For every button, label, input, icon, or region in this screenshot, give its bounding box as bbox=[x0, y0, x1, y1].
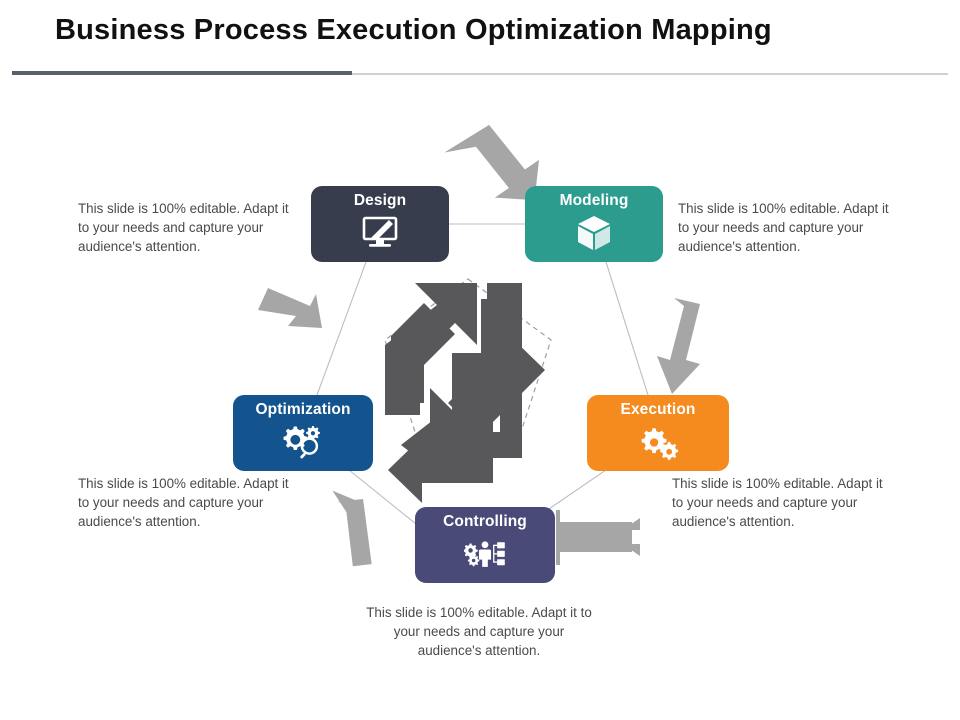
caption-design: This slide is 100% editable. Adapt it to… bbox=[78, 201, 289, 255]
arrow-controlling-to-optimization bbox=[337, 498, 372, 567]
node-design[interactable]: Design bbox=[311, 186, 449, 262]
node-controlling-label: Controlling bbox=[443, 513, 527, 530]
page-title: Business Process Execution Optimization … bbox=[55, 14, 772, 46]
person-gears-orgchart-icon bbox=[464, 535, 506, 573]
caption-execution: This slide is 100% editable. Adapt it to… bbox=[672, 476, 883, 530]
gear-magnifier-icon bbox=[282, 423, 324, 461]
two-gears-icon bbox=[637, 423, 679, 461]
arrow-controlling-to-optimization-head bbox=[332, 490, 363, 517]
cycle-arrow-glyph bbox=[385, 283, 522, 480]
arrow-execution-to-controlling-body bbox=[556, 510, 632, 565]
arrow-execution-to-controlling bbox=[612, 518, 640, 556]
caption-modeling: This slide is 100% editable. Adapt it to… bbox=[678, 201, 889, 255]
title-divider-accent bbox=[12, 71, 352, 75]
pentagon-cycle-diagram: Design Modeling bbox=[0, 70, 960, 720]
caption-optimization: This slide is 100% editable. Adapt it to… bbox=[78, 476, 289, 530]
node-execution-label: Execution bbox=[620, 401, 696, 418]
arrow-optimization-to-design bbox=[258, 288, 322, 328]
node-controlling[interactable]: Controlling bbox=[415, 507, 555, 583]
recycle-cycle-arrows-icon bbox=[388, 284, 545, 503]
title-divider bbox=[12, 73, 948, 75]
cube-3d-icon bbox=[573, 214, 615, 252]
node-optimization[interactable]: Optimization bbox=[233, 395, 373, 471]
slide-header: Business Process Execution Optimization … bbox=[0, 14, 960, 75]
node-optimization-label: Optimization bbox=[255, 401, 351, 418]
node-execution[interactable]: Execution bbox=[587, 395, 729, 471]
dashed-pentagon-outline bbox=[384, 278, 552, 439]
node-design-label: Design bbox=[353, 192, 407, 209]
node-modeling[interactable]: Modeling bbox=[525, 186, 663, 262]
arrow-modeling-to-execution bbox=[657, 298, 700, 394]
monitor-pen-design-icon bbox=[359, 214, 401, 252]
node-modeling-label: Modeling bbox=[559, 192, 629, 209]
caption-controlling: This slide is 100% editable. Adapt it to… bbox=[366, 605, 592, 659]
